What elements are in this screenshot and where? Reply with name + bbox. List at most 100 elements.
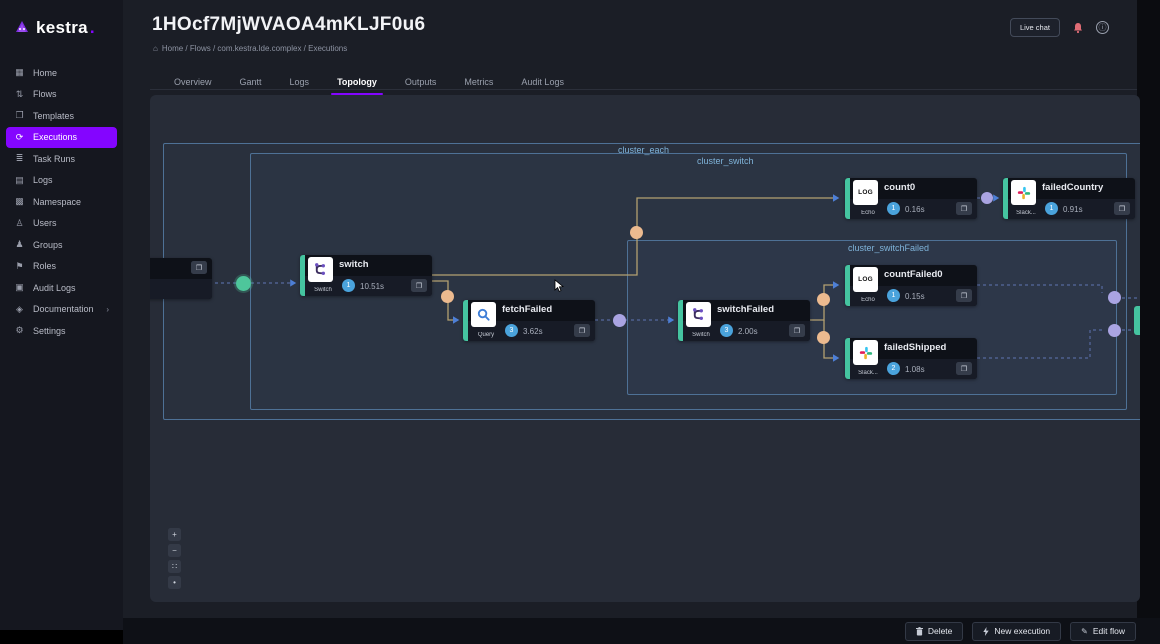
sidebar-item-executions[interactable]: ⟳Executions [6,126,117,148]
button-label: Delete [927,626,953,636]
slack-task-icon [853,340,878,365]
node-status-bar [678,300,683,341]
duration-label: 3.62s [523,327,543,336]
node-status-bar [1003,178,1008,219]
expand-node-icon[interactable]: ❐ [956,362,972,375]
chevron-right-icon: › [106,304,109,314]
breadcrumb-path: Home / Flows / com.kestra.lde.complex / … [161,44,348,53]
sidebar-item-home[interactable]: ▦Home [6,62,117,84]
flow-start-dot[interactable] [236,276,251,291]
task-type-badge: Slack... [1016,210,1036,216]
attempt-count-badge: 3 [505,324,518,337]
switch-task-icon [308,257,333,282]
documentation-icon: ◈ [16,303,23,314]
sidebar-item-templates[interactable]: ❐Templates [6,105,117,127]
breadcrumb[interactable]: ⌂ Home / Flows / com.kestra.lde.complex … [153,44,347,53]
tab-logs[interactable]: Logs [289,77,310,87]
merge-dot[interactable] [613,314,626,327]
sidebar-item-roles[interactable]: ⚑Roles [6,256,117,278]
attempt-count-badge: 2 [887,362,900,375]
sidebar-item-users[interactable]: ♙ Users [6,213,117,235]
merge-dot[interactable] [981,192,993,204]
delete-button[interactable]: Delete [904,621,964,641]
canvas-zoom-controls: + − ∷ • [168,528,181,589]
execution-action-bar: Delete New execution ✎ Edit flow [123,618,1160,644]
expand-node-icon[interactable]: ❐ [789,324,805,337]
users-icon: ♙ [15,217,24,228]
zoom-in-button[interactable]: + [168,528,181,541]
duration-label: 0.16s [905,205,925,214]
lock-view-button[interactable]: • [168,576,181,589]
expand-node-icon[interactable]: ❐ [411,279,427,292]
sidebar-item-flows[interactable]: ⇅ Flows [6,84,117,106]
topology-canvas[interactable]: cluster_each cluster_switch cluster_swit… [150,95,1140,602]
merge-dot[interactable] [1108,324,1121,337]
sidebar-item-documentation[interactable]: ◈Documentation› [6,299,117,321]
zoom-out-button[interactable]: − [168,544,181,557]
branch-dot[interactable] [817,331,830,344]
branch-dot[interactable] [817,293,830,306]
tab-metrics[interactable]: Metrics [464,77,494,87]
sidebar-item-audit-logs[interactable]: ▣Audit Logs [6,277,117,299]
sidebar-item-groups[interactable]: ♟Groups [6,234,117,256]
task-node-fetchfailed[interactable]: fetchFailed Query 3 3.62s ❐ [463,300,595,341]
sidebar-item-logs[interactable]: ▤ Logs [6,170,117,192]
task-type-badge: Switch [692,332,710,338]
sidebar-item-settings[interactable]: ⚙Settings [6,320,117,342]
task-node-switchfailed[interactable]: switchFailed Switch 3 2.00s ❐ [678,300,810,341]
node-title: switch [339,259,369,270]
fit-view-button[interactable]: ∷ [168,560,181,573]
kestra-logo[interactable]: kestra. [14,18,95,38]
branch-dot[interactable] [441,290,454,303]
expand-node-icon[interactable]: ❐ [1114,202,1130,215]
namespace-icon: ▩ [15,196,24,207]
tab-audit-logs[interactable]: Audit Logs [521,77,564,87]
flows-icon: ⇅ [15,88,24,99]
new-execution-button[interactable]: New execution [972,621,1062,641]
sidebar-item-task-runs[interactable]: ≣Task Runs [6,148,117,170]
notification-bell-icon[interactable] [1072,22,1084,34]
live-chat-button[interactable]: Live chat [1009,18,1060,37]
node-meta: Query 3 3.62s ❐ [468,321,595,341]
expand-node-icon[interactable]: ❐ [191,261,207,274]
tab-gantt[interactable]: Gantt [239,77,262,87]
query-task-icon [471,302,496,327]
edit-flow-button[interactable]: ✎ Edit flow [1070,621,1136,641]
task-node-countfailed0[interactable]: LOG countFailed0 Echo 1 0.15s ❐ [845,265,977,306]
tab-topology[interactable]: Topology [323,72,391,95]
node-title: fetchFailed [502,304,553,315]
tab-overview[interactable]: Overview [174,77,212,87]
cluster-label: cluster_switchFailed [848,243,930,253]
logs-icon: ▤ [15,174,24,185]
sidebar-item-label: Flows [33,89,57,100]
tab-separator [150,89,1137,90]
button-label: Edit flow [1092,626,1125,636]
merge-dot[interactable] [1108,291,1121,304]
brand-dot: . [89,18,95,37]
task-node-clipped-left[interactable]: ❐ [150,258,212,299]
sidebar: kestra. ▦Home ⇅ Flows ❐Templates ⟳Executi… [0,0,123,644]
account-icon[interactable]: ⓘ [1096,21,1109,34]
sidebar-item-label: Users [33,218,57,229]
node-title: count0 [884,182,916,193]
tab-outputs[interactable]: Outputs [404,77,437,87]
node-meta: Switch 3 2.00s ❐ [683,321,810,341]
task-node-switch[interactable]: switch Switch 1 10.51s ❐ [300,255,432,296]
task-node-count0[interactable]: LOG count0 Echo 1 0.16s ❐ [845,178,977,219]
log-task-icon: LOG [853,180,878,205]
branch-dot[interactable] [630,226,643,239]
home-icon: ⌂ [153,44,158,53]
sidebar-item-label: Logs [33,175,53,186]
task-node-failedshipped[interactable]: failedShipped Slack... 2 1.08s ❐ [845,338,977,379]
expand-node-icon[interactable]: ❐ [574,324,590,337]
expand-node-icon[interactable]: ❐ [956,202,972,215]
task-node-failedcountry[interactable]: failedCountry Slack... 1 0.91s ❐ [1003,178,1135,219]
expand-node-icon[interactable]: ❐ [956,289,972,302]
templates-icon: ❐ [15,110,24,121]
roles-icon: ⚑ [15,260,24,271]
sidebar-footer [0,630,123,644]
cluster-label: cluster_each [618,145,670,155]
sidebar-item-namespace[interactable]: ▩Namespace [6,191,117,213]
task-node-clipped-right[interactable] [1134,306,1140,335]
